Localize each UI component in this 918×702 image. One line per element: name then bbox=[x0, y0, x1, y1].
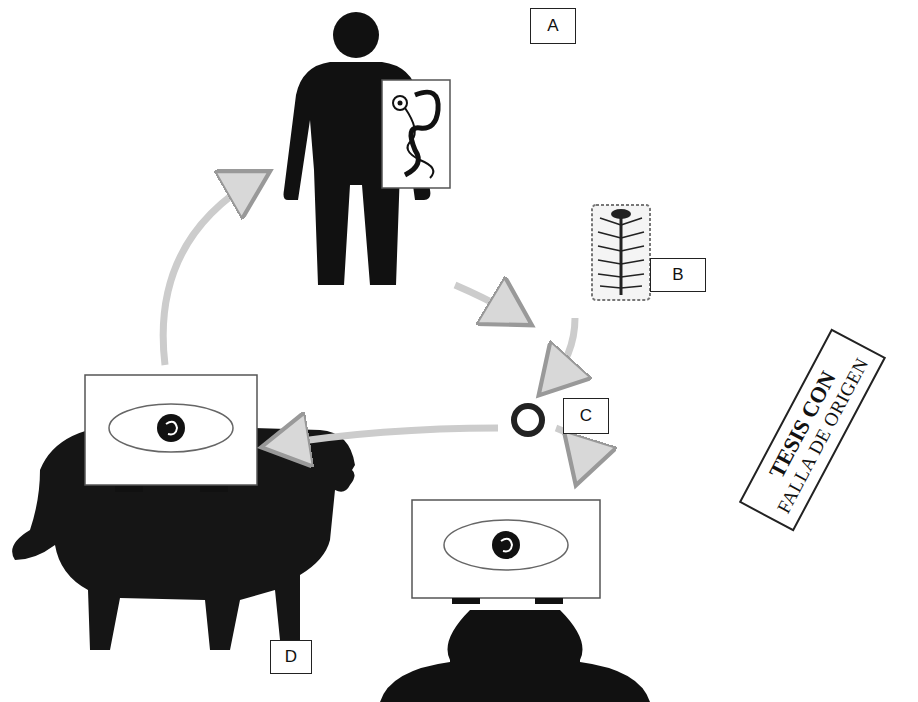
cycle-arrows bbox=[163, 178, 582, 472]
letter-text: C bbox=[580, 406, 592, 426]
stamp-box: TESIS CONFALLA DE ORIGEN bbox=[738, 328, 885, 531]
letter-text: B bbox=[672, 265, 683, 285]
letter-label: A bbox=[530, 8, 576, 44]
egg bbox=[514, 406, 542, 434]
letter-label: D bbox=[270, 640, 312, 674]
letter-label: C bbox=[563, 398, 609, 434]
neurocysticercosis-inset bbox=[412, 500, 600, 604]
letter-label: B bbox=[650, 258, 706, 292]
letter-text: D bbox=[285, 647, 297, 667]
gravid-proglottid bbox=[592, 205, 650, 300]
adult-worm-inset bbox=[382, 80, 450, 188]
human-head-silhouette bbox=[380, 610, 650, 702]
cysticercus-inset bbox=[85, 375, 257, 492]
letter-text: A bbox=[547, 16, 558, 36]
